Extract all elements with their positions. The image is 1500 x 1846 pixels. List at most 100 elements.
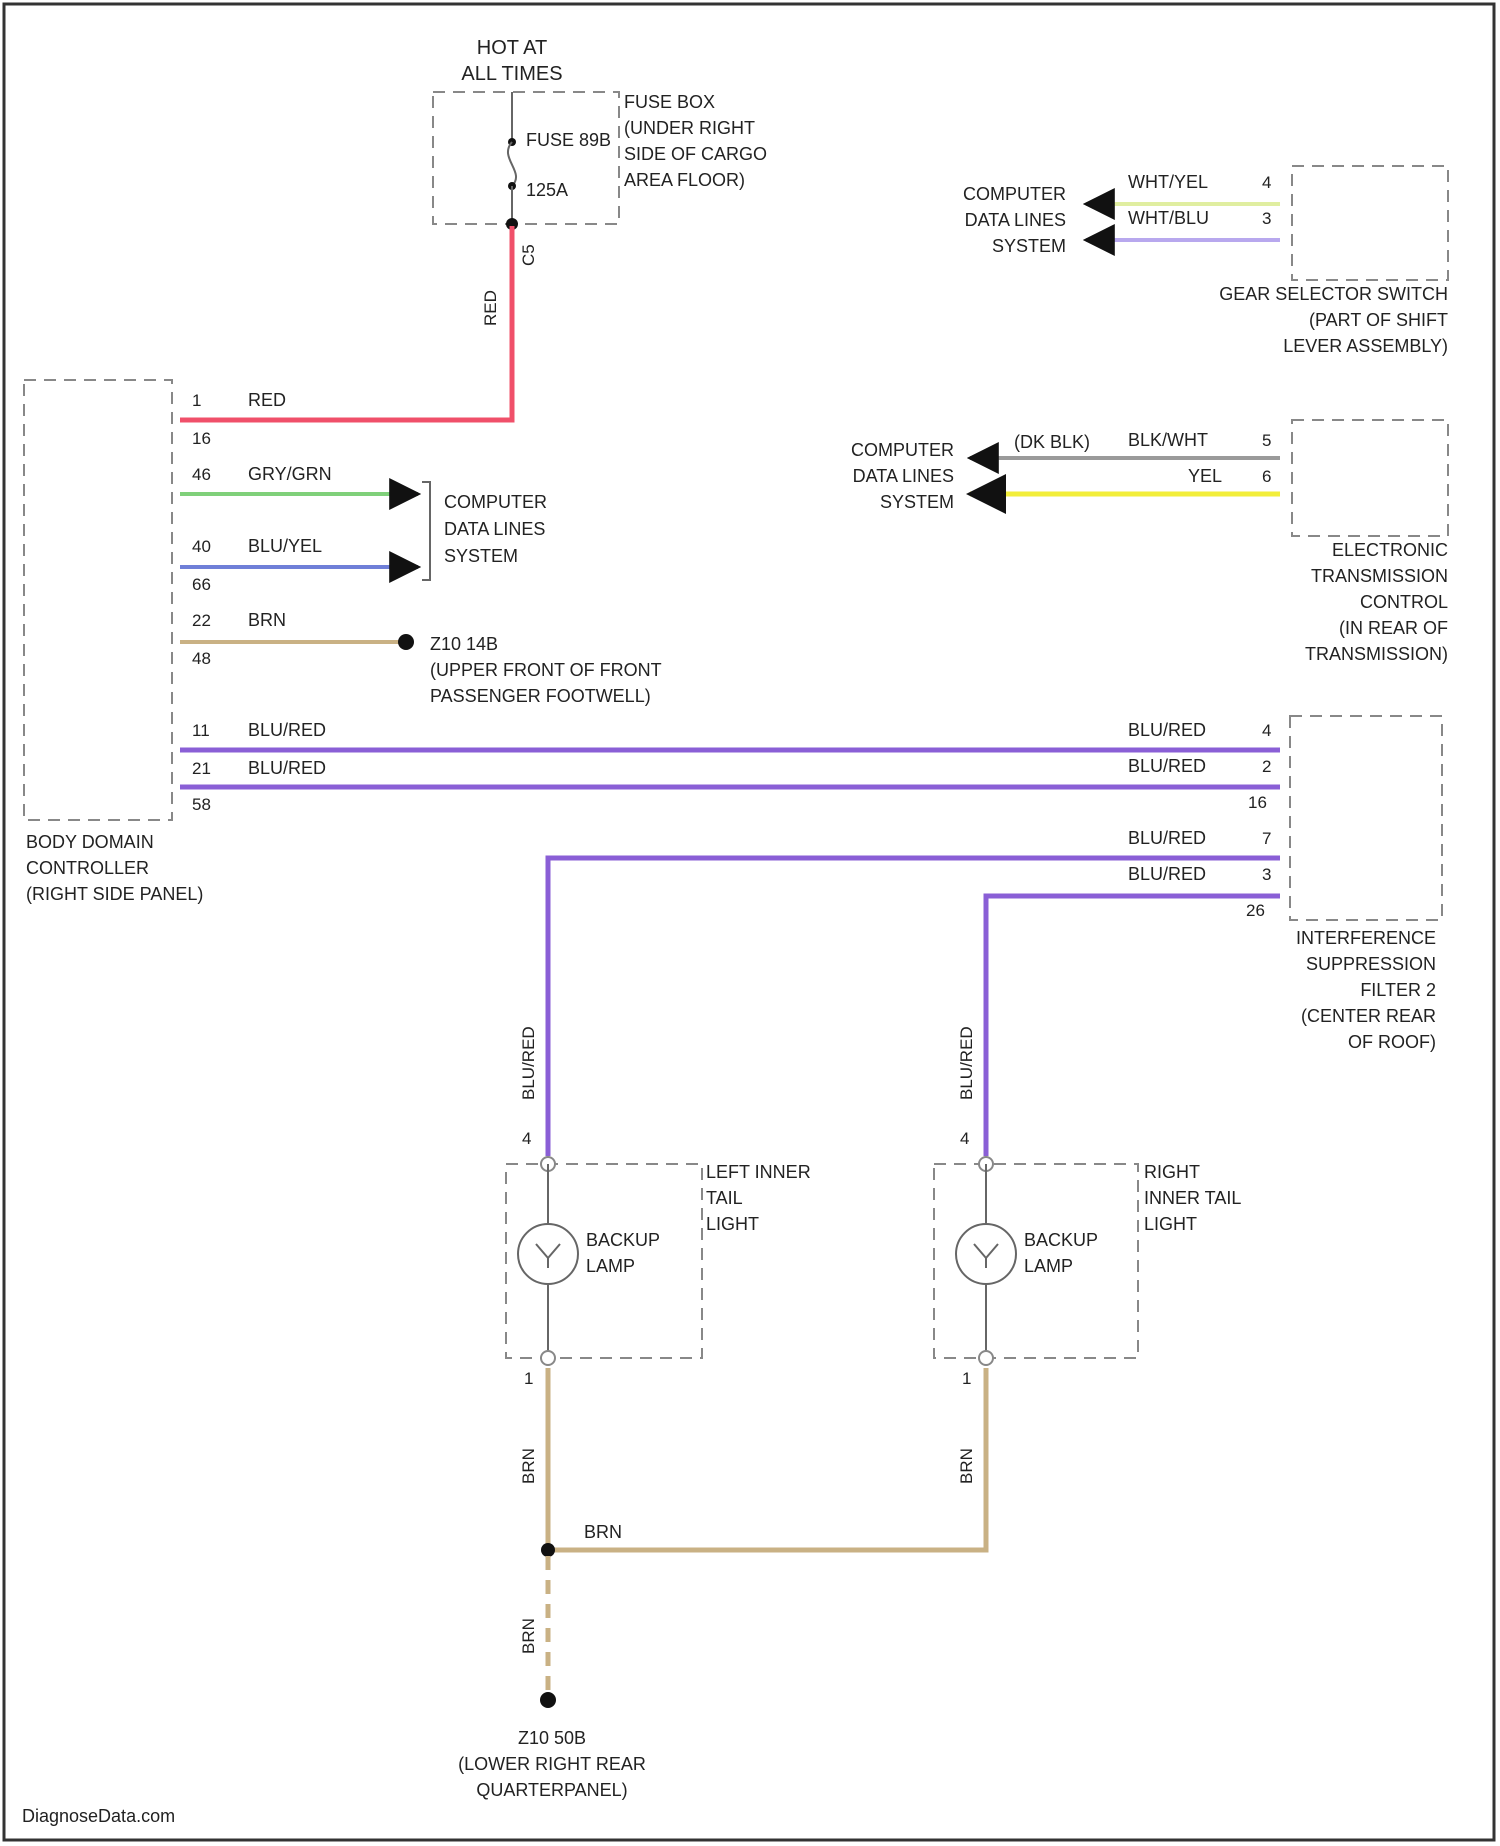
interference-suppression-filter: BLU/RED 4 BLU/RED 2 16 BLU/RED 7 BLU/RED… xyxy=(1128,716,1442,1052)
ground-point-icon xyxy=(398,634,414,650)
right-lamp-label-3: LIGHT xyxy=(1144,1214,1197,1234)
etc-pin-5: 5 xyxy=(1262,431,1271,450)
left-lamp-label-2: TAIL xyxy=(706,1188,743,1208)
splice-wire-label: BRN xyxy=(584,1522,622,1542)
left-lamp-pin-top: 4 xyxy=(522,1129,531,1148)
gear-cdl-3: SYSTEM xyxy=(992,236,1066,256)
hot-at-line2: ALL TIMES xyxy=(461,63,562,85)
left-lamp-wire-bottom-label: BRN xyxy=(519,1448,538,1484)
bdc-wire-red-label: RED xyxy=(248,390,286,410)
bdc-pin-22: 22 xyxy=(192,611,211,630)
etc-cdl-1: COMPUTER xyxy=(851,440,954,460)
splice-point-icon xyxy=(541,1543,555,1557)
etc-label-2: TRANSMISSION xyxy=(1311,566,1448,586)
filter-wire-1-label: BLU/RED xyxy=(1128,720,1206,740)
left-backup-lamp-icon xyxy=(518,1224,578,1284)
bdc-cdl-bracket xyxy=(422,482,430,580)
left-lamp-label-3: LIGHT xyxy=(706,1214,759,1234)
right-lamp-wire-top-label: BLU/RED xyxy=(957,1026,976,1100)
ground-50b-2: (LOWER RIGHT REAR xyxy=(458,1754,646,1774)
bdc-label-1: BODY DOMAIN xyxy=(26,832,154,852)
ground-50b-1: Z10 50B xyxy=(518,1728,586,1748)
fuse-name: FUSE 89B xyxy=(526,130,611,150)
bdc-label-2: CONTROLLER xyxy=(26,858,149,878)
bdc-conn-58: 58 xyxy=(192,795,211,814)
filter-pin-7: 7 xyxy=(1262,829,1271,848)
filter-wire-2-label: BLU/RED xyxy=(1128,756,1206,776)
gear-switch-outline xyxy=(1292,166,1448,280)
left-inner-tail-light: 4 BACKUP LAMP LEFT INNER TAIL LIGHT 1 xyxy=(506,1129,811,1388)
left-lamp-terminal-bottom xyxy=(541,1351,555,1365)
right-lamp-pin-bottom: 1 xyxy=(962,1369,971,1388)
bdc-cdl-2: DATA LINES xyxy=(444,519,545,539)
filter-label-3: FILTER 2 xyxy=(1360,980,1436,1000)
etc-label-5: TRANSMISSION) xyxy=(1305,644,1448,664)
bdc-conn-66: 66 xyxy=(192,575,211,594)
fuse-box-label-4: AREA FLOOR) xyxy=(624,170,745,190)
right-lamp-label-2: INNER TAIL xyxy=(1144,1188,1241,1208)
ground-14b-3: PASSENGER FOOTWELL) xyxy=(430,686,651,706)
gear-cdl-2: DATA LINES xyxy=(965,210,1066,230)
bdc-wire-grygrn-label: GRY/GRN xyxy=(248,464,332,484)
gear-cdl-1: COMPUTER xyxy=(963,184,1066,204)
left-lamp-label-1: LEFT INNER xyxy=(706,1162,811,1182)
fuse-pin-out: C5 xyxy=(519,244,538,266)
red-wire-vertical-label: RED xyxy=(481,290,500,326)
bdc-cdl-1: COMPUTER xyxy=(444,492,547,512)
gear-pin-4: 4 xyxy=(1262,173,1271,192)
bdc-pin-11: 11 xyxy=(192,721,210,740)
filter-label-1: INTERFERENCE xyxy=(1296,928,1436,948)
fuse-element xyxy=(508,142,516,186)
bdc-wire-brn-label: BRN xyxy=(248,610,286,630)
filter-pin-16: 16 xyxy=(1248,793,1267,812)
fuse-box-outline xyxy=(433,92,619,224)
right-lamp-name-1: BACKUP xyxy=(1024,1230,1098,1250)
filter-label-4: (CENTER REAR xyxy=(1301,1006,1436,1026)
filter-pin-26: 26 xyxy=(1246,901,1265,920)
watermark: DiagnoseData.com xyxy=(22,1806,175,1826)
bdc-outline xyxy=(24,380,172,820)
etc-alt-label: (DK BLK) xyxy=(1014,432,1090,452)
left-lamp-wire-top-label: BLU/RED xyxy=(519,1026,538,1100)
gear-wire-2-label: WHT/BLU xyxy=(1128,208,1209,228)
blu-red-wire-left-lamp xyxy=(548,858,1280,1156)
filter-wire-3-label: BLU/RED xyxy=(1128,828,1206,848)
fuse-box-label-2: (UNDER RIGHT xyxy=(624,118,755,138)
etc-wire-2-label: YEL xyxy=(1188,466,1222,486)
right-lamp-name-2: LAMP xyxy=(1024,1256,1073,1276)
hot-at-line1: HOT AT xyxy=(477,37,547,59)
right-lamp-wire-bottom-label: BRN xyxy=(957,1448,976,1484)
ground-50b-3: QUARTERPANEL) xyxy=(476,1780,627,1800)
bdc-pin-40: 40 xyxy=(192,537,211,556)
gear-label-1: GEAR SELECTOR SWITCH xyxy=(1219,284,1448,304)
ground-14b-2: (UPPER FRONT OF FRONT xyxy=(430,660,662,680)
ground-14b-1: Z10 14B xyxy=(430,634,498,654)
filter-pin-3: 3 xyxy=(1262,865,1271,884)
bdc-conn-48: 48 xyxy=(192,649,211,668)
etc-label-4: (IN REAR OF xyxy=(1339,618,1448,638)
blu-red-wire-right-lamp xyxy=(986,896,1280,1156)
bdc-wire-blured-1-label: BLU/RED xyxy=(248,720,326,740)
diagram-frame xyxy=(4,4,1494,1840)
etc-label-3: CONTROL xyxy=(1360,592,1448,612)
red-wire xyxy=(180,226,512,420)
gear-pin-3: 3 xyxy=(1262,209,1271,228)
bdc-conn-16: 16 xyxy=(192,429,211,448)
bdc-label-3: (RIGHT SIDE PANEL) xyxy=(26,884,203,904)
left-lamp-name-1: BACKUP xyxy=(586,1230,660,1250)
gear-label-3: LEVER ASSEMBLY) xyxy=(1283,336,1448,356)
right-backup-lamp-icon xyxy=(956,1224,1016,1284)
filter-label-5: OF ROOF) xyxy=(1348,1032,1436,1052)
fuse-rating: 125A xyxy=(526,180,568,200)
ground-50b-icon xyxy=(540,1692,556,1708)
bdc-wire-bluyel-label: BLU/YEL xyxy=(248,536,322,556)
bdc-pin-1: 1 xyxy=(192,391,201,410)
right-lamp-label-1: RIGHT xyxy=(1144,1162,1200,1182)
filter-wire-4-label: BLU/RED xyxy=(1128,864,1206,884)
fuse-box-label-1: FUSE BOX xyxy=(624,92,715,112)
left-lamp-pin-bottom: 1 xyxy=(524,1369,533,1388)
etc-pin-6: 6 xyxy=(1262,467,1271,486)
ground-wire-label: BRN xyxy=(519,1618,538,1654)
filter-label-2: SUPPRESSION xyxy=(1306,954,1436,974)
